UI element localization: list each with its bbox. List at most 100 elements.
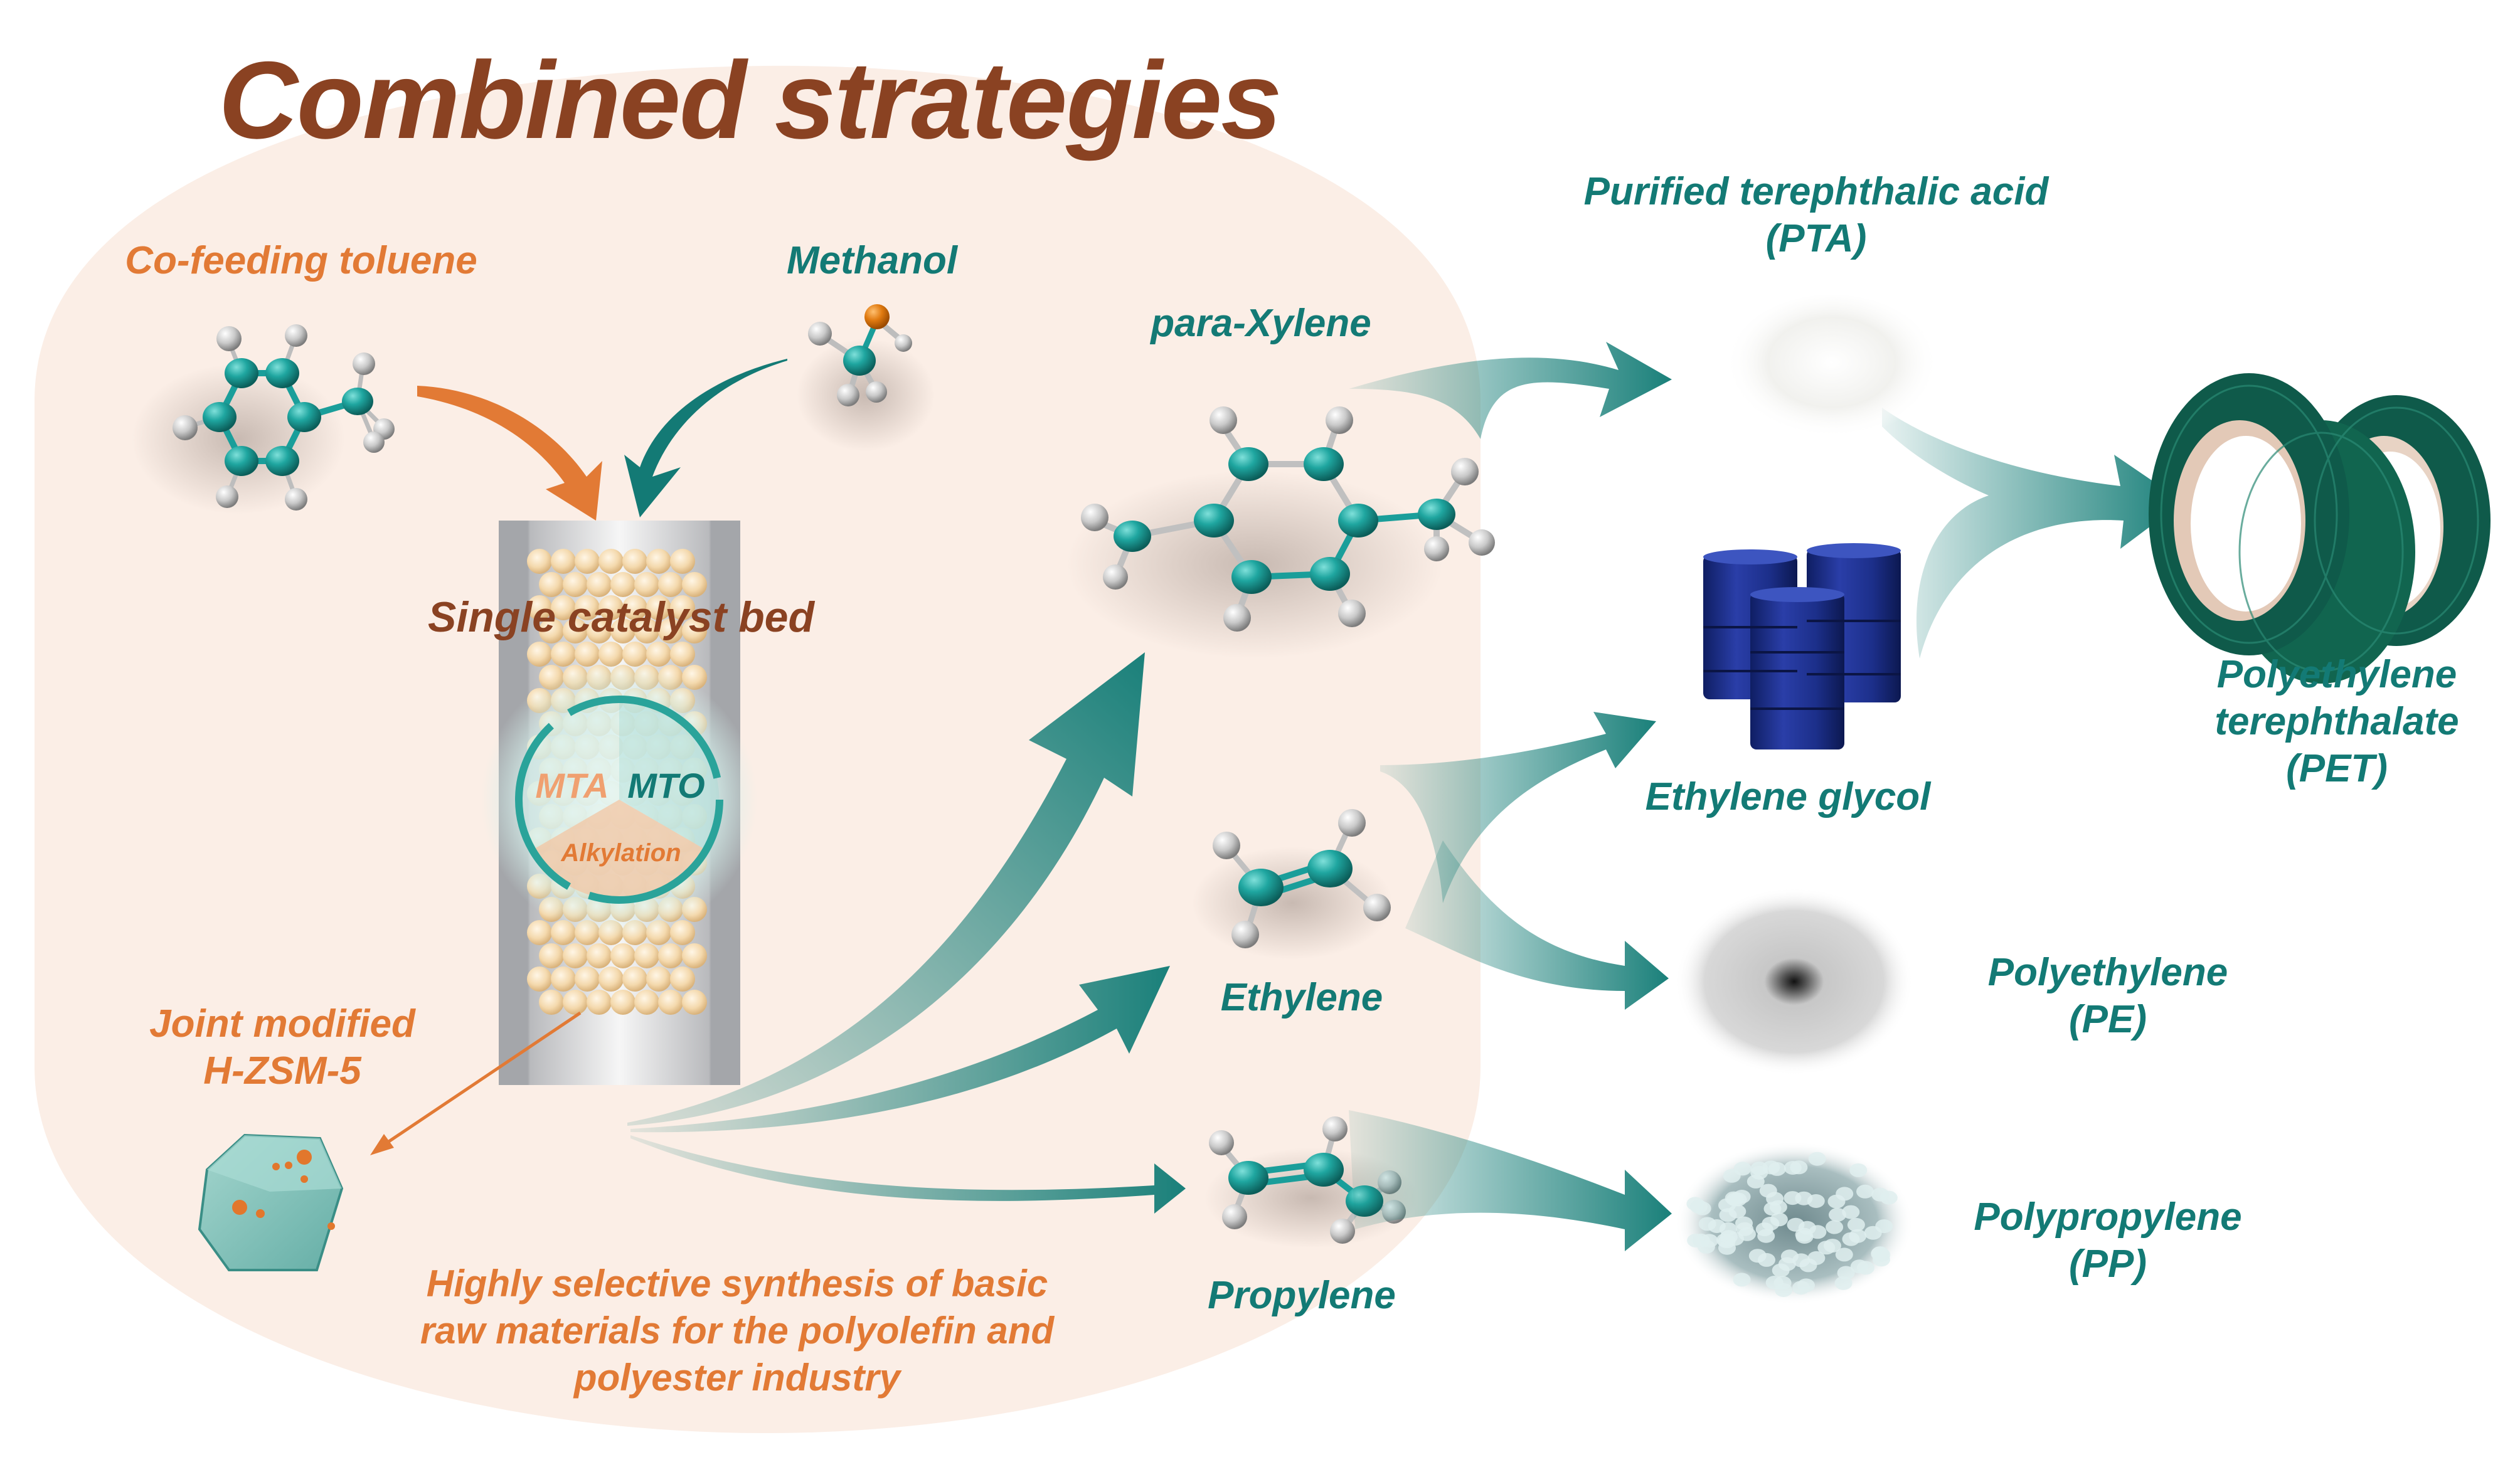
catalyst-bead xyxy=(682,618,707,643)
catalyst-bead xyxy=(634,943,659,968)
catalyst-bead xyxy=(670,595,695,620)
pe-label-line1: Polyethylene xyxy=(1987,951,2228,994)
cycle-segment-alkylation: Alkylation xyxy=(561,839,681,867)
catalyst-bead xyxy=(527,595,552,620)
hzsm5-crystal xyxy=(198,1133,344,1271)
pp-pellet xyxy=(1784,1161,1802,1175)
pp-pellet xyxy=(1835,1247,1853,1262)
catalyst-bead xyxy=(575,549,600,574)
catalyst-bead xyxy=(658,990,683,1015)
catalyst-bead xyxy=(587,572,612,597)
catalyst-label-line1: Joint modified xyxy=(149,1002,415,1046)
pp-pellet xyxy=(1787,1217,1805,1232)
pp-pellet xyxy=(1726,1232,1744,1246)
catalyst-bead xyxy=(539,618,564,643)
pp-pellet xyxy=(1847,1217,1865,1232)
pp-pellet xyxy=(1837,1266,1855,1280)
pe-label-line2: (PE) xyxy=(2069,998,2147,1041)
propylene-label: Propylene xyxy=(1208,1274,1396,1317)
catalyst-bead xyxy=(646,549,671,574)
catalyst-bead xyxy=(587,990,612,1015)
pp-pellet xyxy=(1757,1229,1775,1243)
pp-pellet xyxy=(1762,1216,1780,1231)
catalyst-bead xyxy=(527,920,552,945)
pp-pellet xyxy=(1797,1278,1815,1293)
pta-label-line2: (PTA) xyxy=(1765,217,1867,260)
catalyst-bead xyxy=(610,943,635,968)
catalyst-bead xyxy=(622,549,647,574)
catalyst-bead xyxy=(587,943,612,968)
pp-pellet xyxy=(1687,1233,1705,1247)
toluene-label: Co-feeding toluene xyxy=(125,239,477,282)
pp-pellet xyxy=(1829,1207,1846,1222)
pet-label-line3: (PET) xyxy=(2286,747,2388,790)
pp-pellet xyxy=(1700,1234,1718,1248)
pp-pellet xyxy=(1686,1197,1704,1211)
catalyst-bead xyxy=(670,642,695,667)
pxylene-label: para-Xylene xyxy=(1151,302,1371,345)
summary-line1: Highly selective synthesis of basic xyxy=(426,1263,1048,1305)
methanol-molecule xyxy=(797,304,935,452)
pp-pellet xyxy=(1792,1253,1810,1268)
pp-pellet xyxy=(1842,1232,1860,1246)
pp-pellet xyxy=(1723,1168,1741,1183)
catalyst-bead xyxy=(622,642,647,667)
reactor-label: Single catalyst bed xyxy=(428,593,814,641)
ethylene-label: Ethylene xyxy=(1220,976,1383,1019)
summary-line3: polyester industry xyxy=(573,1357,901,1399)
ethylene-glycol-label: Ethylene glycol xyxy=(1645,775,1931,818)
pp-pellet xyxy=(1864,1226,1882,1240)
pp-pellet xyxy=(1871,1187,1890,1202)
methanol-label: Methanol xyxy=(786,239,958,282)
reactor-column xyxy=(481,521,757,1085)
catalyst-bead xyxy=(598,966,624,992)
arrow-to-pet xyxy=(1882,408,2183,659)
reaction-cycle xyxy=(515,696,723,904)
catalyst-bead xyxy=(658,572,683,597)
catalyst-bead xyxy=(539,990,564,1015)
arrow-to-propylene xyxy=(630,1135,1186,1214)
pta-powder-image xyxy=(1725,295,1938,445)
catalyst-bead xyxy=(658,618,683,643)
arrow-to-ethylene xyxy=(630,966,1170,1133)
pp-pellet xyxy=(1698,1217,1716,1231)
catalyst-bead xyxy=(610,990,635,1015)
pp-label-line2: (PP) xyxy=(2069,1242,2147,1286)
pp-pellet xyxy=(1736,1222,1754,1236)
catalyst-bead xyxy=(646,966,671,992)
page-title: Combined strategies xyxy=(218,40,1282,162)
catalyst-bead xyxy=(622,966,647,992)
catalyst-bead xyxy=(563,990,588,1015)
pp-pellet xyxy=(1809,1225,1827,1239)
catalyst-bead xyxy=(646,642,671,667)
catalyst-bead xyxy=(670,920,695,945)
pp-pellet xyxy=(1719,1208,1737,1222)
catalyst-bead xyxy=(587,618,612,643)
catalyst-bead xyxy=(527,966,552,992)
catalyst-bead xyxy=(682,943,707,968)
catalyst-bead xyxy=(551,642,576,667)
pp-pellet xyxy=(1758,1252,1775,1267)
pp-pellet xyxy=(1856,1261,1874,1275)
ethylene-glycol-drums-image xyxy=(1703,543,1901,749)
catalyst-bead xyxy=(622,595,647,620)
pp-label-line1: Polypropylene xyxy=(1974,1195,2242,1239)
catalyst-bead xyxy=(575,642,600,667)
catalyst-bead xyxy=(527,549,552,574)
catalyst-bead xyxy=(598,642,624,667)
catalyst-bead xyxy=(634,572,659,597)
catalyst-bead xyxy=(646,595,671,620)
pp-pellet xyxy=(1849,1163,1868,1177)
pp-pellet xyxy=(1763,1202,1782,1216)
catalyst-bead xyxy=(563,943,588,968)
ethylene-molecule xyxy=(1192,809,1393,960)
pp-pellet xyxy=(1842,1205,1860,1219)
pp-pellet xyxy=(1834,1276,1853,1290)
catalyst-bead xyxy=(610,618,635,643)
catalyst-bead xyxy=(551,966,576,992)
pp-pellet xyxy=(1817,1241,1836,1255)
catalyst-bead xyxy=(634,618,659,643)
pp-pellet xyxy=(1871,1246,1889,1261)
